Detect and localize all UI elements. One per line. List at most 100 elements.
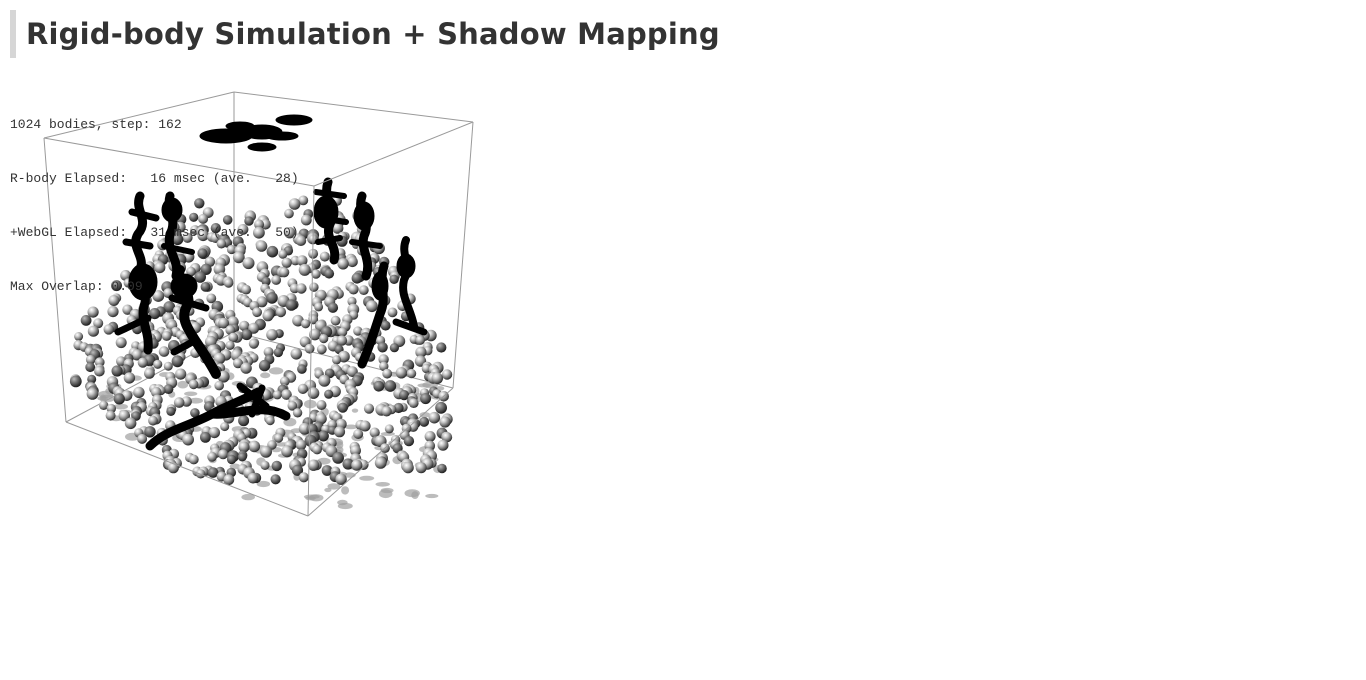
stats-panel: 1024 bodies, step: 162 R-body Elapsed: 1…: [10, 80, 299, 314]
sphere-body: [301, 319, 311, 329]
sphere-body: [298, 195, 309, 206]
sphere-body: [281, 257, 292, 268]
sphere-body: [122, 304, 133, 315]
sphere-body: [314, 302, 324, 312]
sphere-body: [402, 461, 414, 474]
shadow-figures: [114, 114, 428, 451]
sphere-body: [373, 380, 385, 392]
sphere-body: [363, 403, 375, 414]
floor-shadow: [188, 397, 203, 404]
sphere-body: [116, 356, 126, 367]
sphere-body: [171, 355, 184, 368]
sphere-body: [389, 343, 399, 353]
sphere-body: [171, 233, 184, 246]
sphere-body: [382, 368, 393, 379]
sphere-body: [273, 347, 284, 358]
floor-shadow: [380, 431, 395, 436]
sphere-body: [225, 340, 235, 350]
sphere-body: [218, 449, 229, 460]
page-header: Rigid-body Simulation + Shadow Mapping: [10, 10, 720, 58]
sphere-body: [272, 390, 282, 400]
sphere-bodies: [69, 195, 453, 486]
sphere-body: [337, 258, 349, 270]
sphere-body: [336, 335, 348, 346]
sphere-body: [285, 299, 298, 311]
sphere-body: [194, 271, 206, 283]
sphere-body: [274, 433, 284, 443]
sphere-body: [384, 380, 397, 392]
sphere-body: [332, 355, 342, 365]
sphere-body: [395, 367, 408, 379]
sphere-body: [210, 223, 221, 234]
sphere-body: [206, 293, 217, 304]
sphere-body: [324, 389, 334, 399]
sphere-body: [163, 384, 174, 394]
simulation-canvas[interactable]: [0, 70, 520, 530]
sphere-body: [332, 222, 344, 234]
sphere-body: [197, 229, 209, 242]
sphere-body: [342, 458, 354, 470]
sphere-body: [378, 354, 389, 365]
simulation-viewport[interactable]: [0, 70, 520, 530]
sphere-body: [327, 302, 339, 313]
sphere-body: [271, 460, 282, 472]
sphere-body: [439, 416, 451, 428]
sphere-body: [228, 332, 239, 343]
floor-shadow: [351, 408, 359, 413]
sphere-body: [295, 235, 307, 246]
sphere-body: [108, 295, 120, 306]
sphere-body: [252, 307, 262, 318]
sphere-body: [182, 433, 195, 446]
sphere-body: [189, 212, 199, 222]
sphere-body: [337, 402, 348, 413]
sphere-body: [188, 454, 199, 465]
sphere-body: [431, 372, 444, 385]
stats-rbody-elapsed: R-body Elapsed: 16 msec (ave. 28): [10, 171, 299, 186]
sphere-body: [437, 463, 447, 474]
sphere-body: [334, 426, 346, 438]
sphere-body: [408, 398, 419, 408]
sphere-body: [74, 332, 84, 341]
sphere-body: [428, 411, 441, 424]
sphere-body: [254, 219, 265, 230]
sphere-body: [111, 365, 123, 377]
sphere-body: [85, 354, 96, 365]
floor-shadow: [177, 380, 189, 389]
sphere-body: [237, 224, 249, 235]
sphere-body: [265, 416, 275, 426]
sphere-body: [186, 266, 196, 277]
sphere-body: [80, 315, 92, 326]
sphere-body: [359, 420, 371, 432]
sphere-body: [261, 276, 271, 286]
sphere-body: [262, 310, 274, 322]
sphere-body: [237, 452, 247, 462]
sphere-body: [190, 408, 200, 418]
sphere-body: [222, 215, 233, 225]
sphere-body: [226, 454, 237, 465]
sphere-body: [374, 457, 387, 469]
floor-shadow: [324, 487, 332, 493]
sphere-body: [389, 274, 399, 284]
floor-shadow: [341, 486, 350, 495]
sphere-body: [94, 365, 105, 377]
sphere-body: [353, 326, 363, 336]
sphere-body: [207, 467, 219, 478]
sphere-body: [238, 415, 250, 427]
sphere-body: [131, 349, 143, 361]
floor-shadow: [260, 372, 271, 379]
sphere-body: [266, 329, 278, 341]
sphere-body: [358, 285, 369, 295]
sphere-body: [166, 406, 176, 416]
sphere-body: [144, 426, 156, 438]
sphere-body: [120, 270, 131, 281]
sphere-body: [105, 410, 116, 421]
sphere-body: [163, 301, 176, 313]
floor-shadow: [344, 424, 358, 430]
sphere-body: [307, 387, 320, 399]
floor-shadow: [417, 383, 431, 388]
sphere-body: [260, 445, 272, 458]
floor-shadow: [268, 367, 284, 375]
sphere-body: [241, 329, 253, 341]
sphere-body: [387, 307, 398, 318]
sphere-body: [403, 435, 415, 447]
